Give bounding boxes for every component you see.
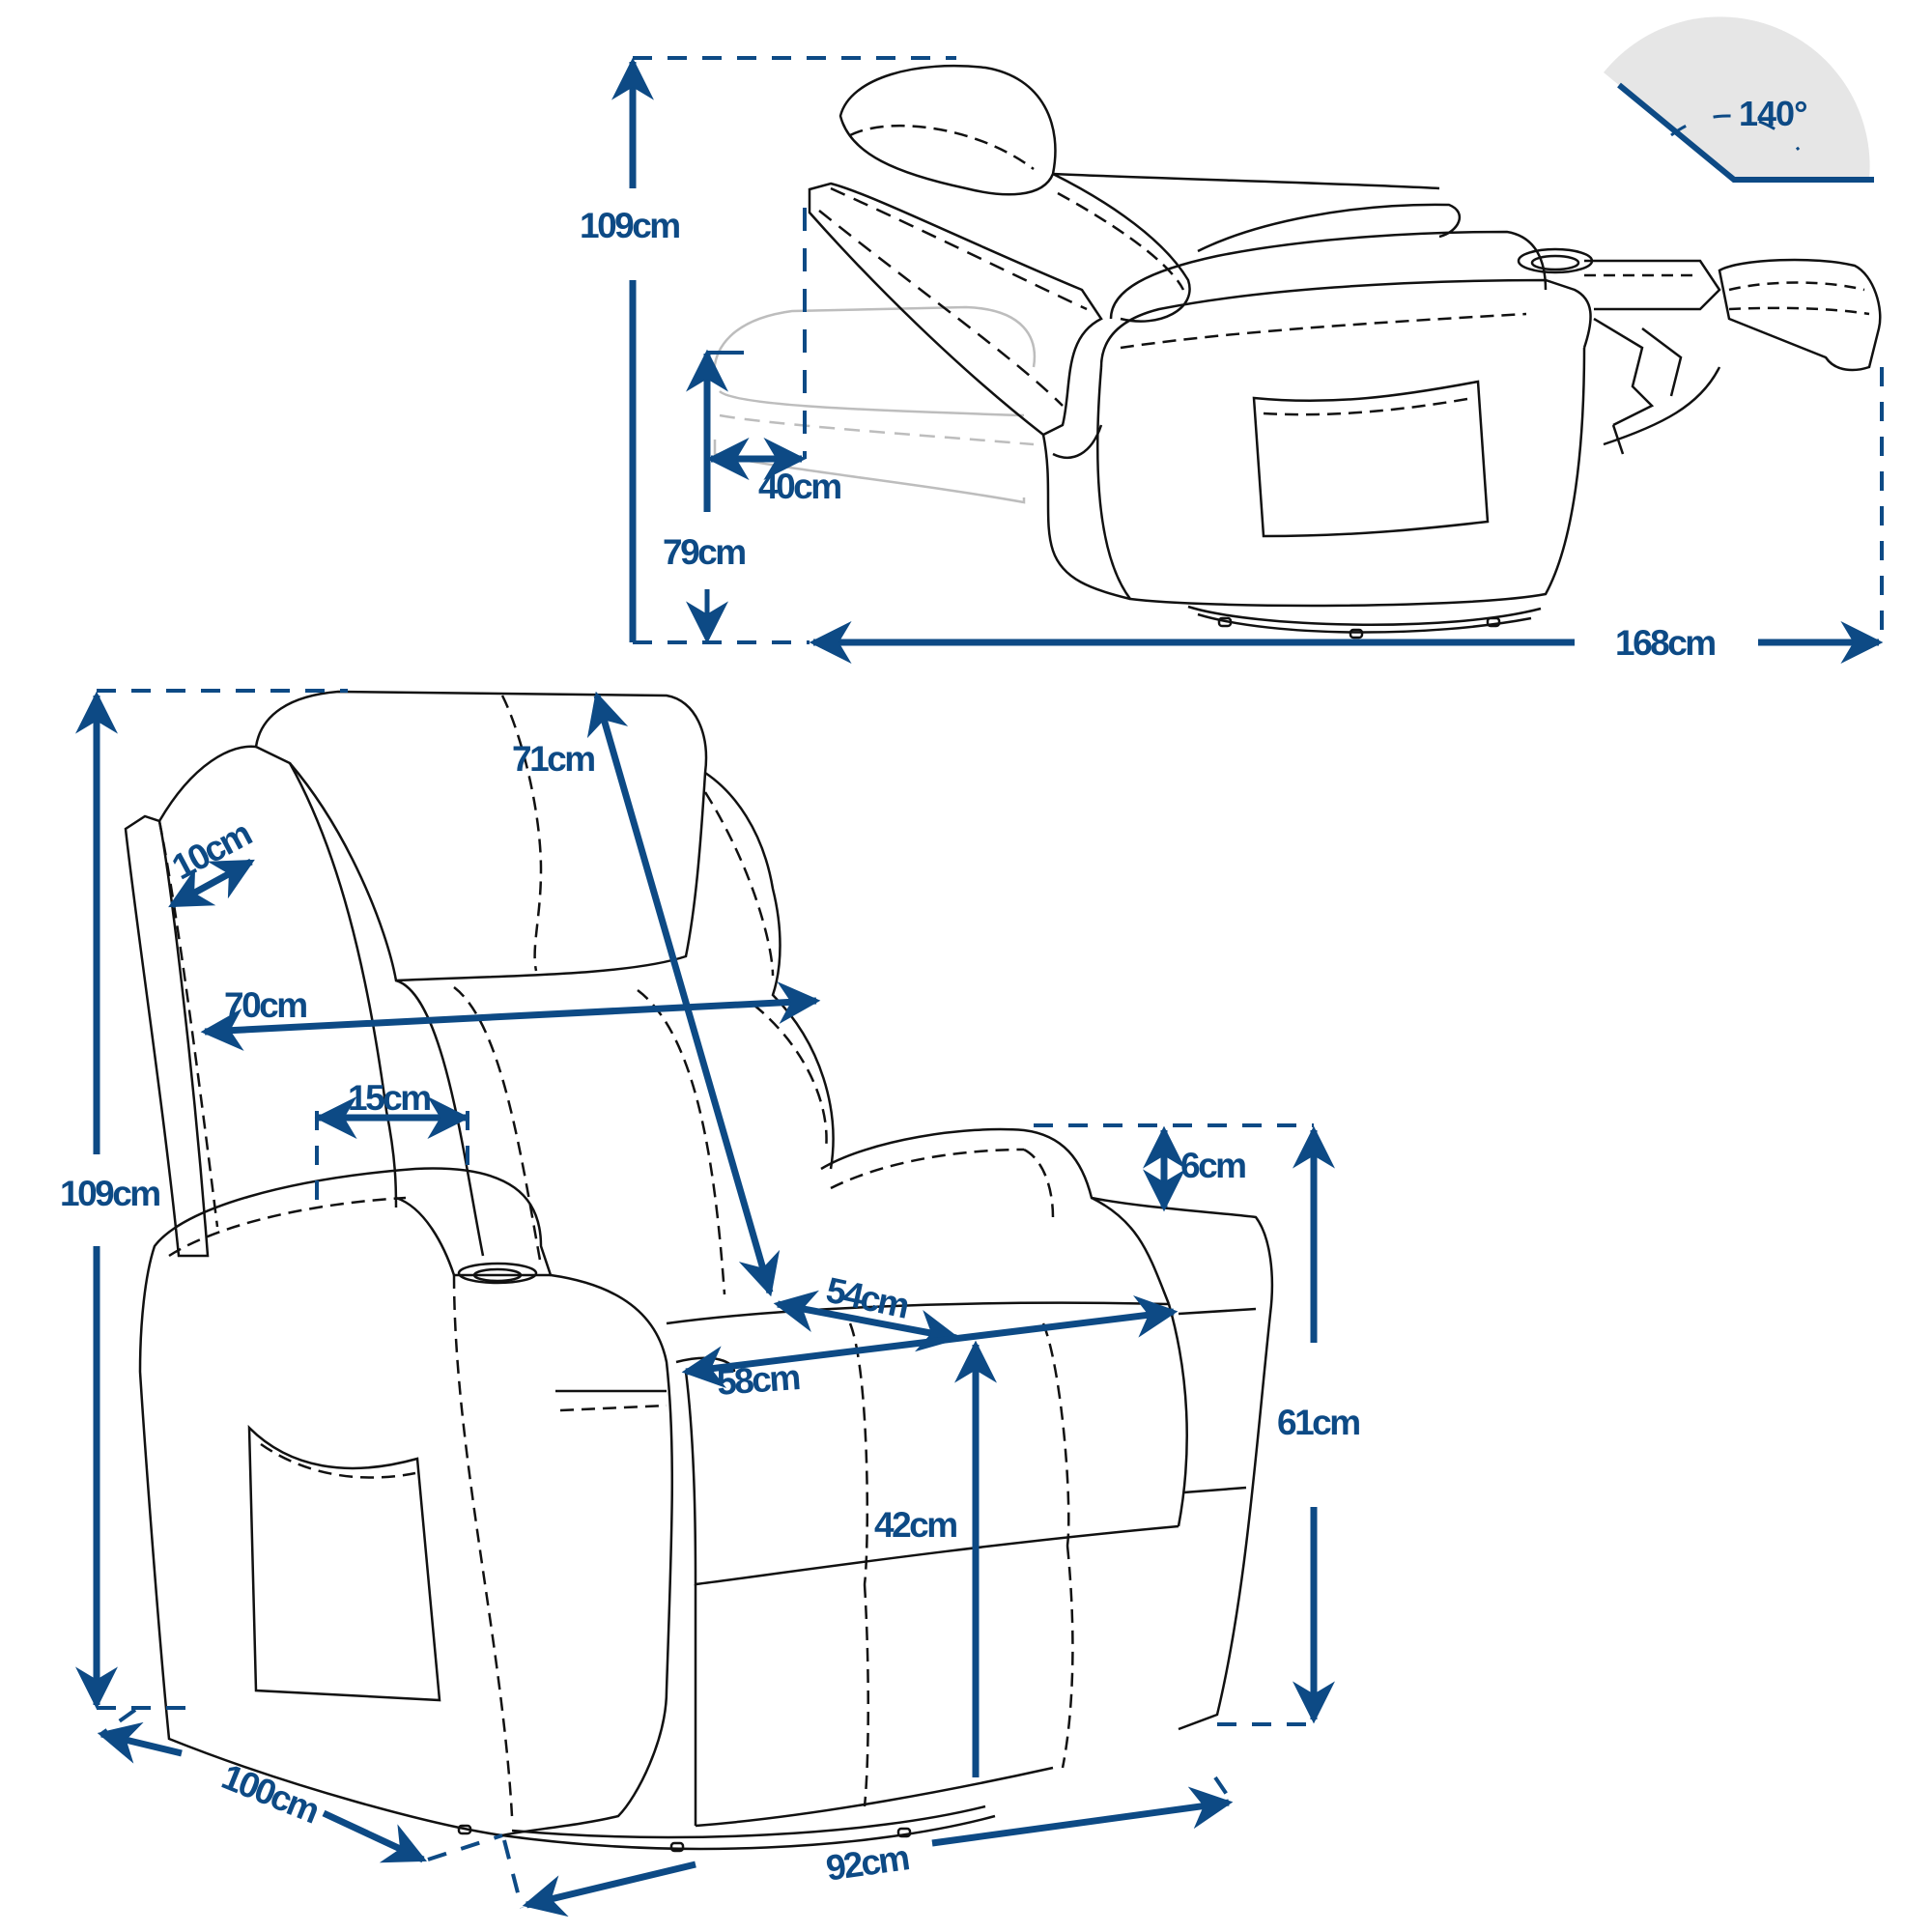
recline-angle-icon [1604, 16, 1874, 183]
front-total-height-label: 109cm [60, 1174, 161, 1213]
reclined-total-height-label: 109cm [580, 206, 681, 245]
reclined-side-view [611, 16, 1884, 664]
backrest-height-label: 71cm [512, 739, 596, 779]
recline-angle-label: 140° [1739, 94, 1807, 133]
seat-depth-label: 58cm [715, 1357, 800, 1403]
reclined-chair-outline [808, 64, 1882, 639]
front-chair-outline [124, 690, 1274, 1853]
reclined-length-label: 168cm [1615, 623, 1717, 663]
back-extension-label: 40cm [758, 467, 842, 506]
seat-height-label: 42cm [874, 1505, 958, 1545]
reclined-seat-height-label: 79cm [663, 532, 747, 572]
reclined-dimension-lines [611, 56, 1884, 664]
armrest-rise-label: 6cm [1180, 1146, 1247, 1185]
front-view [75, 689, 1335, 1918]
armrest-height-label: 61cm [1277, 1403, 1361, 1442]
front-dimension-lines [75, 689, 1335, 1918]
armrest-width-label: 15cm [348, 1078, 432, 1118]
backrest-width-label: 70cm [224, 985, 308, 1025]
